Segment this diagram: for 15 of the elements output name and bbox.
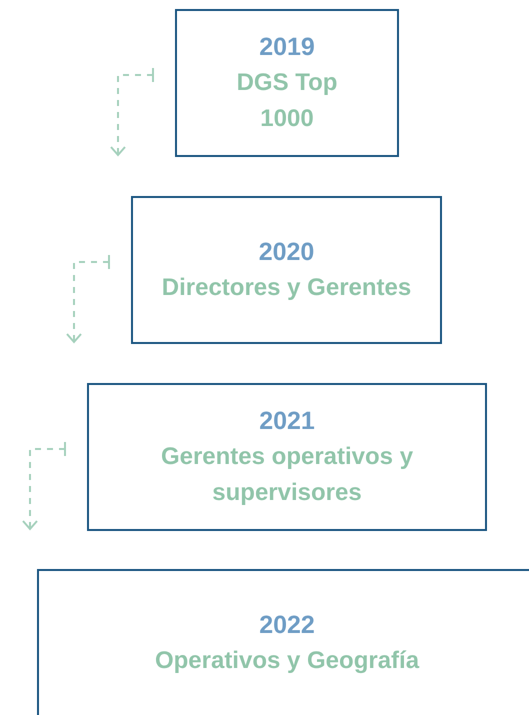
dashed-arrow (110, 67, 154, 156)
audience-label: Gerentes operativos y supervisores (160, 442, 414, 508)
year-box (87, 383, 487, 531)
year-label: 2022 (259, 610, 315, 641)
dashed-arrow (22, 441, 66, 530)
audience-label: Operativos y Geografía (154, 646, 420, 676)
year-box (131, 196, 442, 344)
dashed-arrow (66, 254, 110, 343)
audience-label: DGS Top 1000 (236, 68, 338, 134)
audience-label: Directores y Gerentes (162, 273, 412, 303)
year-label: 2020 (258, 237, 314, 268)
year-box (37, 569, 529, 715)
year-box (175, 9, 399, 157)
year-label: 2021 (259, 406, 315, 437)
year-label: 2019 (259, 32, 315, 63)
